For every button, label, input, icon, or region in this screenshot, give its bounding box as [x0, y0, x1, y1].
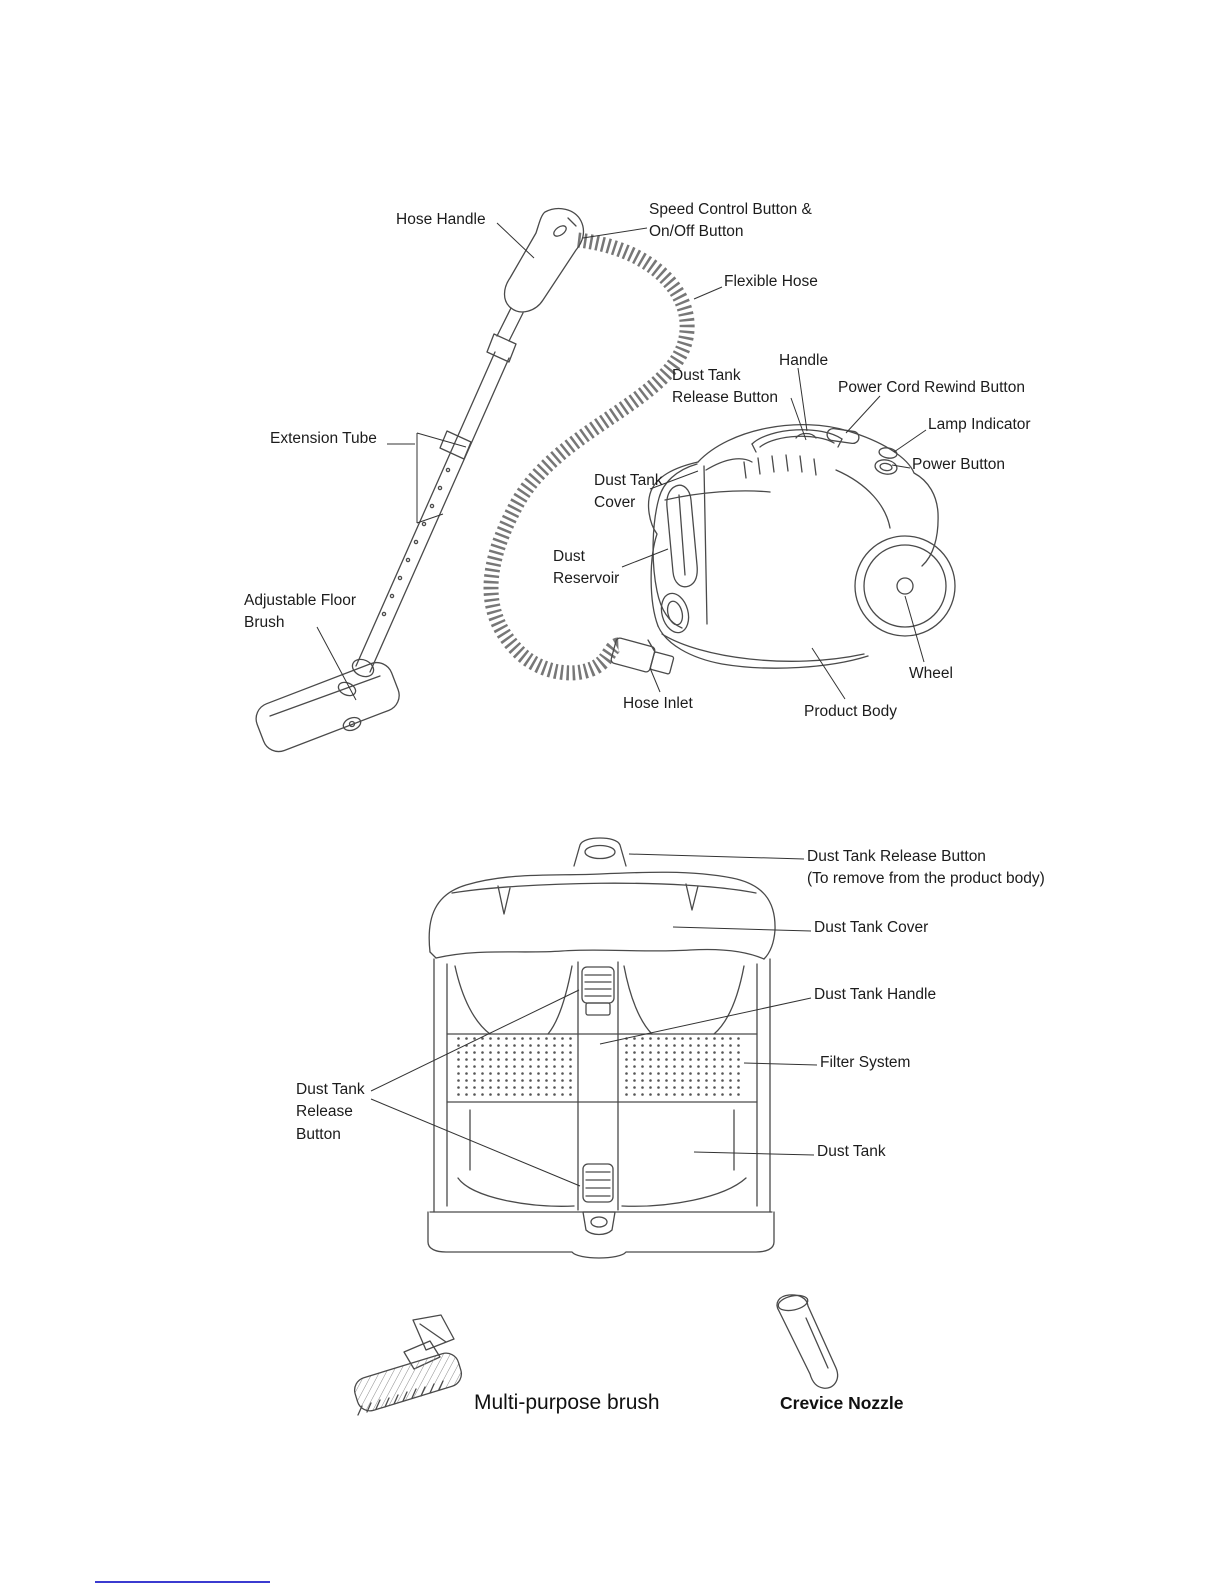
- filter-right-dots: [624, 1037, 744, 1100]
- dust-tank-drawing: [427, 837, 776, 1259]
- label-dt-release-button-left: Dust Tank Release Button: [296, 1081, 365, 1143]
- label-handle: Handle: [779, 352, 829, 369]
- crevice-nozzle-drawing: [776, 1294, 839, 1389]
- label-dust-tank-cover: Dust Tank Cover: [594, 472, 663, 512]
- label-speed-control-on-off: Speed Control Button & On/Off Button: [649, 201, 812, 241]
- label-dust-tank-release-button: Dust Tank Release Button: [672, 367, 778, 407]
- filter-left-dots: [456, 1037, 572, 1100]
- label-extension-tube: Extension Tube: [270, 430, 377, 447]
- footer-link[interactable]: [95, 1581, 270, 1583]
- label-multi-purpose-brush: Multi-purpose brush: [474, 1391, 660, 1414]
- label-filter-system: Filter System: [820, 1054, 911, 1071]
- floor-brush-shape: [255, 658, 400, 753]
- multi-purpose-brush-drawing: [353, 1314, 463, 1416]
- leader-lines: [316, 222, 927, 1187]
- extension-tube-shape: [355, 351, 510, 673]
- label-dust-reservoir: Dust Reservoir: [553, 548, 620, 588]
- label-dt-cover: Dust Tank Cover: [814, 919, 929, 936]
- label-wheel: Wheel: [909, 665, 953, 682]
- assembled-vacuum-drawing: [255, 207, 956, 753]
- label-dt-release-button-top: Dust Tank Release Button (To remove from…: [807, 848, 1045, 888]
- label-hose-handle: Hose Handle: [396, 211, 486, 228]
- label-dt-handle: Dust Tank Handle: [814, 986, 937, 1003]
- label-dust-tank: Dust Tank: [817, 1143, 886, 1160]
- label-hose-inlet: Hose Inlet: [623, 695, 693, 712]
- label-adjustable-floor-brush: Adjustable Floor Brush: [244, 592, 357, 632]
- label-power-button: Power Button: [912, 456, 1006, 473]
- label-product-body: Product Body: [804, 703, 898, 720]
- label-power-cord-rewind-button: Power Cord Rewind Button: [838, 379, 1025, 396]
- label-crevice-nozzle: Crevice Nozzle: [780, 1393, 904, 1413]
- hose-handle-shape: [486, 207, 585, 363]
- label-flexible-hose: Flexible Hose: [724, 273, 818, 290]
- hose-inlet-connector-shape: [610, 637, 675, 675]
- flexible-hose-shape: [483, 232, 695, 681]
- label-lamp-indicator: Lamp Indicator: [928, 416, 1031, 433]
- product-body-shape: [647, 424, 956, 669]
